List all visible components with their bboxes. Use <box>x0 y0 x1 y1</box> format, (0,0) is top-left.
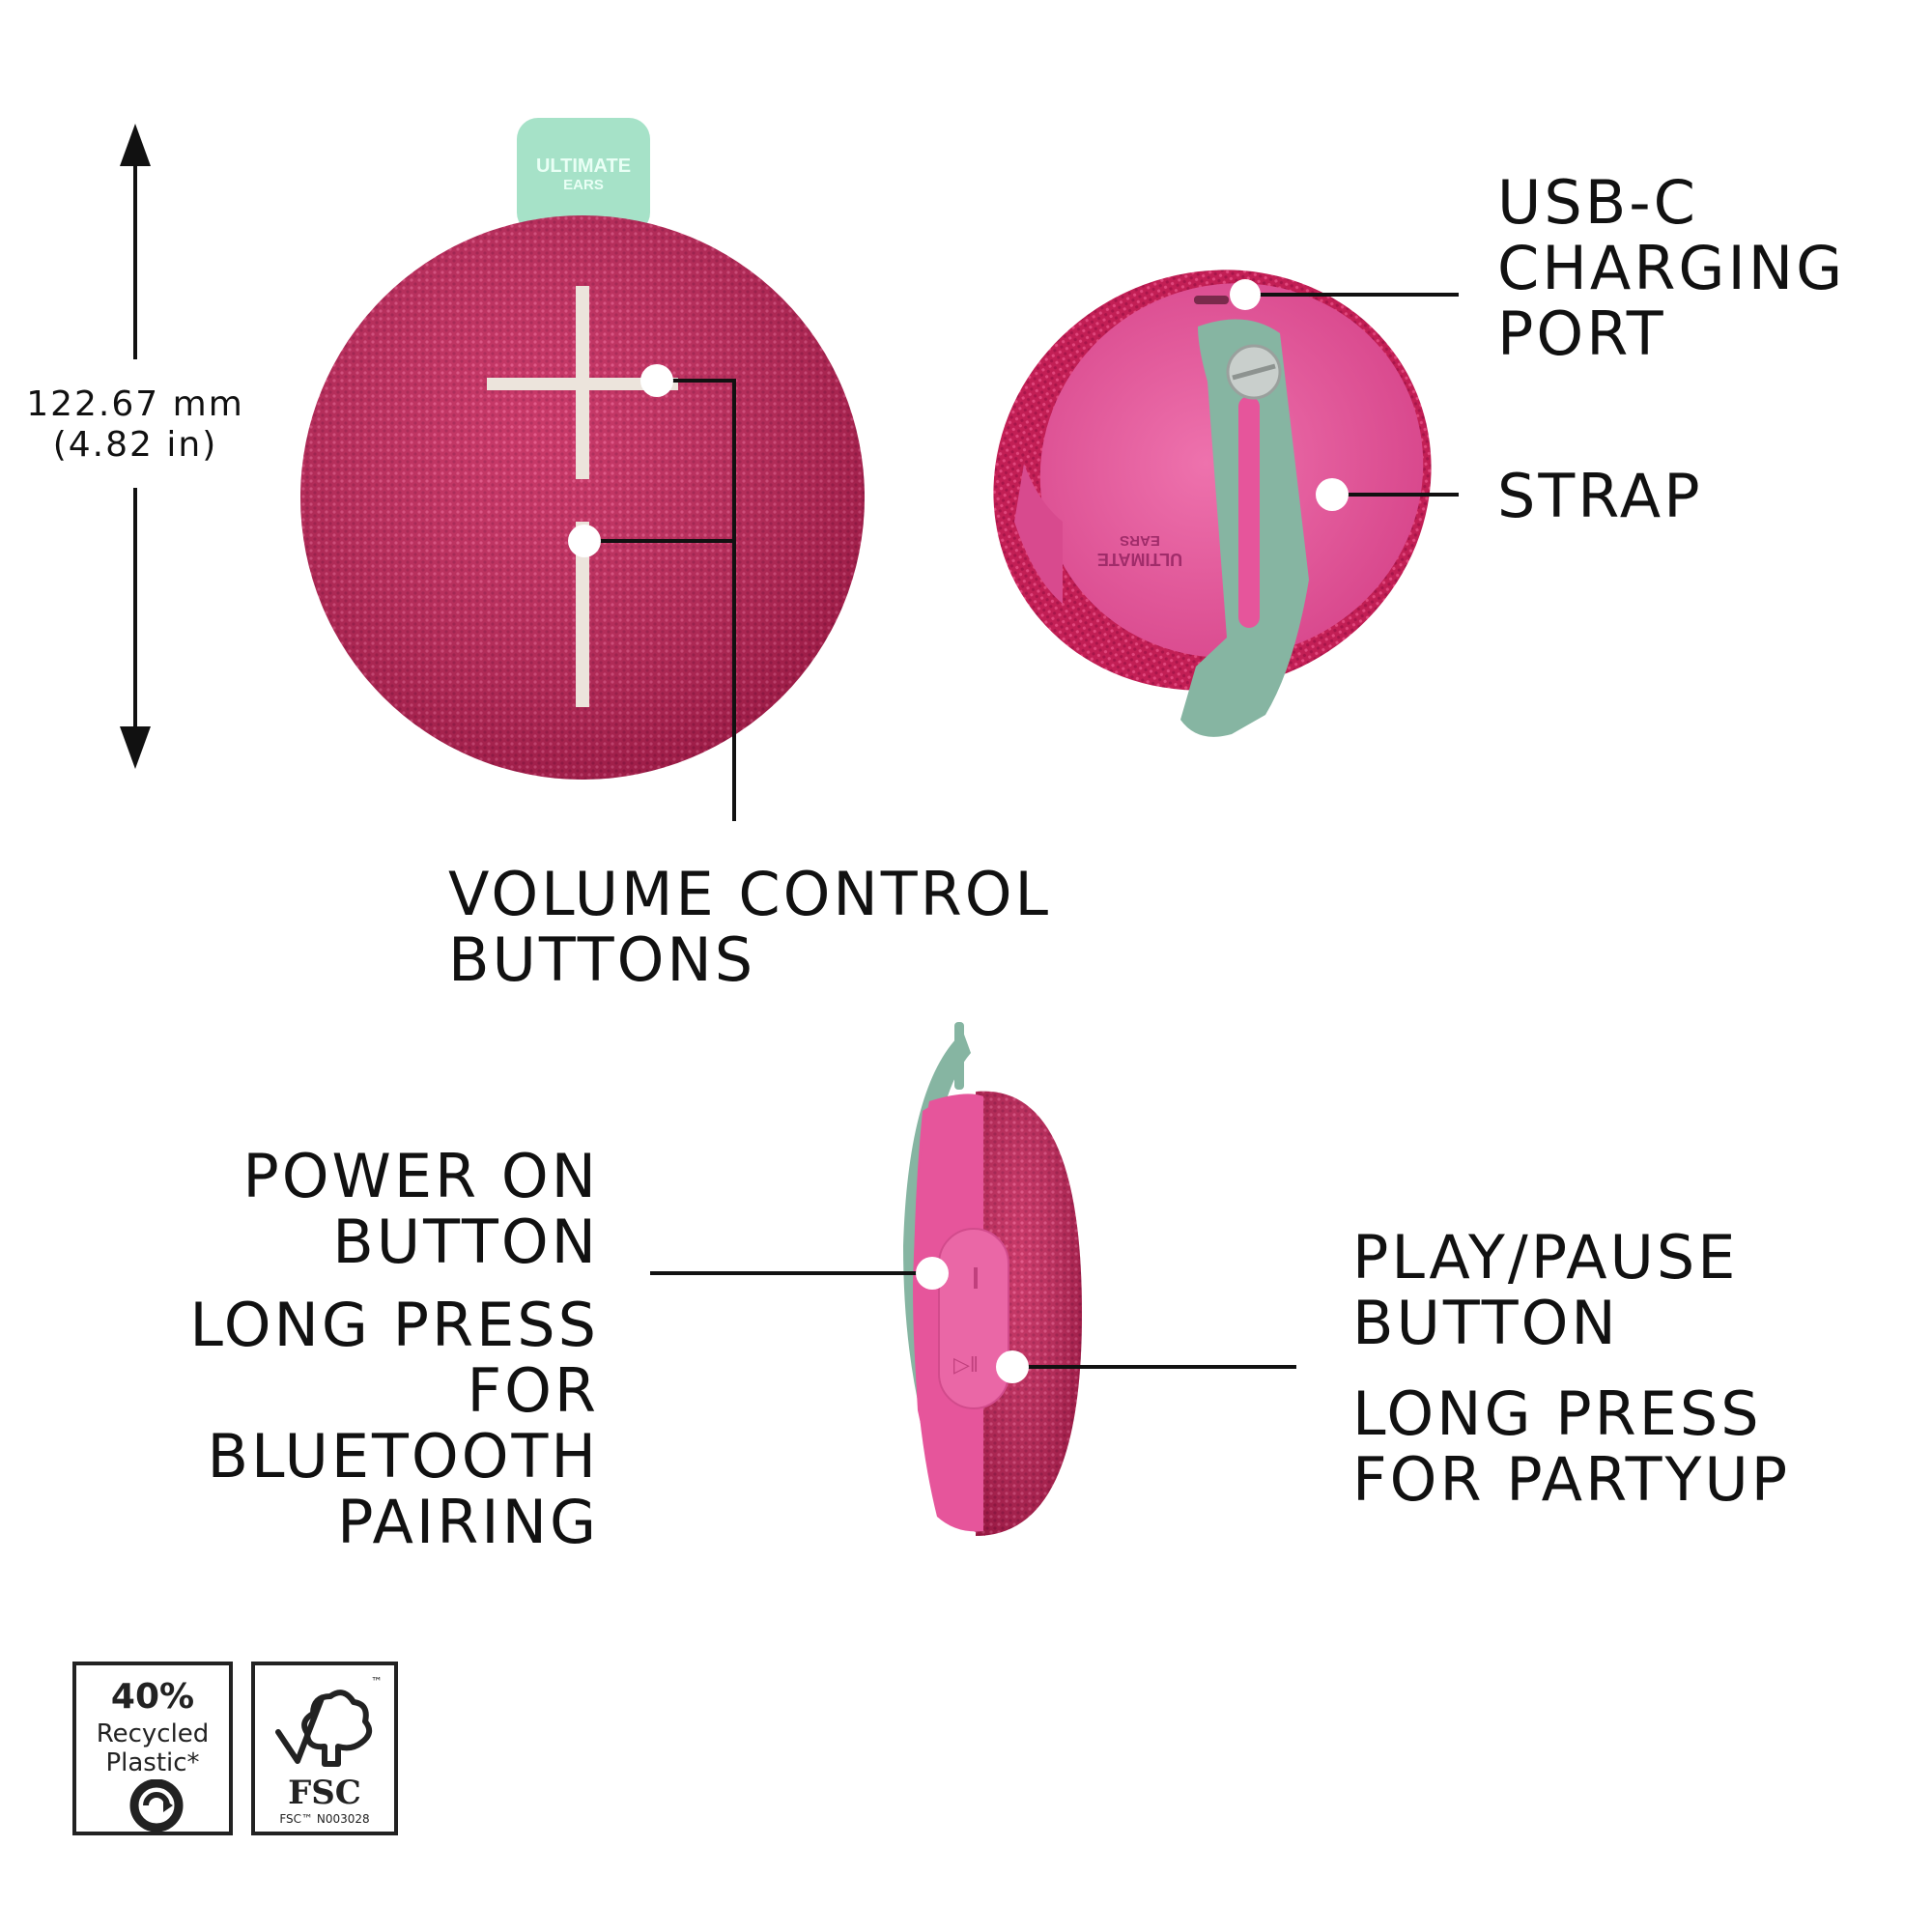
back-brand-text: ULTIMATE <box>1097 550 1182 569</box>
play-dot <box>996 1350 1029 1383</box>
power-on-label: POWER ON BUTTON <box>242 1141 599 1277</box>
callout-dots <box>568 279 1349 1383</box>
recycled-percent: 40% <box>110 1677 195 1717</box>
callout-lines <box>584 293 1459 1369</box>
strap-dot <box>1316 478 1349 511</box>
speaker-front-view: ULTIMATE EARS <box>300 118 865 780</box>
power-button-mark <box>974 1267 978 1289</box>
dimension-label: 122.67 mm (4.82 in) <box>19 384 251 466</box>
strap-label: STRAP <box>1497 461 1703 531</box>
usb-dot <box>1230 279 1261 310</box>
fsc-mark: FSC <box>288 1774 361 1812</box>
usb-c-port <box>1194 296 1229 304</box>
volume-down-dot <box>568 525 601 557</box>
fsc-code: FSC™ N003028 <box>279 1812 370 1826</box>
speaker-back-view: ULTIMATE EARS <box>993 270 1432 737</box>
partyup-label: LONG PRESS FOR PARTYUP <box>1352 1378 1791 1515</box>
tab-brand-text-2: EARS <box>563 177 604 193</box>
bluetooth-pairing-label: LONG PRESS FOR BLUETOOTH PAIRING <box>189 1290 599 1557</box>
fsc-tree-icon <box>275 1690 373 1767</box>
recycled-plastic-badge: 40% Recycled Plastic* <box>72 1662 233 1835</box>
power-dot <box>916 1257 949 1290</box>
strap-tab <box>517 118 650 234</box>
dimension-metric: 122.67 mm <box>26 384 244 424</box>
side-button-panel <box>938 1228 1009 1409</box>
dimension-imperial: (4.82 in) <box>52 425 218 465</box>
volume-up-dot <box>640 364 673 397</box>
play-pause-label: PLAY/PAUSE BUTTON <box>1352 1222 1739 1358</box>
volume-control-label: VOLUME CONTROL BUTTONS <box>448 859 1052 995</box>
volume-down-button <box>576 522 589 707</box>
svg-text:EARS: EARS <box>1120 532 1160 549</box>
fsc-tm: ™ <box>371 1675 383 1689</box>
recycle-icon <box>129 1779 184 1832</box>
speaker-side-view: ▷‖ <box>903 1022 1082 1536</box>
recycled-line-2: Plastic* <box>105 1748 200 1777</box>
fsc-badge: ™ FSC FSC™ N003028 <box>251 1662 398 1835</box>
play-pause-icon: ▷‖ <box>953 1352 979 1377</box>
recycled-line-1: Recycled <box>96 1719 210 1748</box>
tab-brand-text: ULTIMATE <box>536 156 631 177</box>
dimension-arrow <box>120 124 151 769</box>
usb-c-label: USB-C CHARGING PORT <box>1497 167 1846 369</box>
